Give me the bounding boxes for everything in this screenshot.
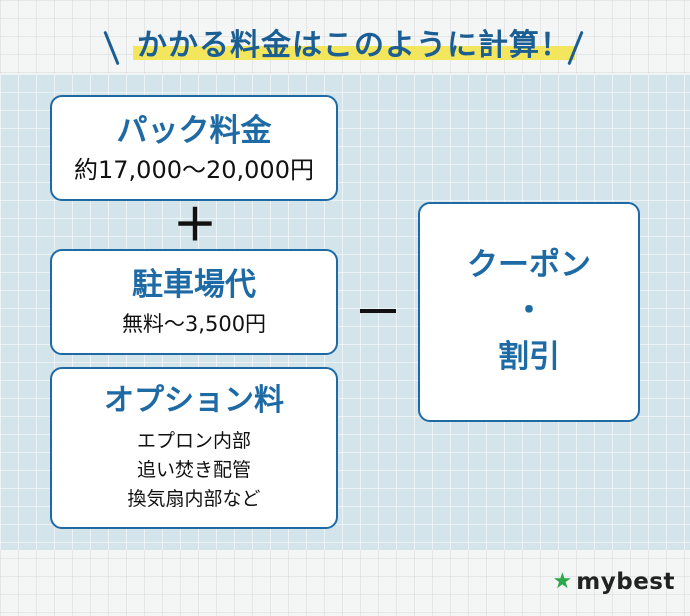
page-title-text: かかる料金はこのように計算！ xyxy=(133,28,575,63)
brand-name: mybest xyxy=(576,569,675,595)
page-title: かかる料金はこのように計算！ xyxy=(133,24,575,68)
minus-operator xyxy=(360,309,396,313)
coupon-label: クーポン xyxy=(467,247,591,283)
slash-decoration-left xyxy=(103,30,120,66)
parking-fee-title: 駐車場代 xyxy=(132,267,256,303)
coupon-separator: ・ xyxy=(513,293,545,329)
pack-fee-box: パック料金 約17,000〜20,000円 xyxy=(50,95,338,201)
header: かかる料金はこのように計算！ xyxy=(0,0,690,74)
brand-logo: ★ mybest xyxy=(553,566,675,598)
option-item: 換気扇内部など xyxy=(127,488,261,510)
discount-label: 割引 xyxy=(498,339,560,375)
pack-fee-price: 約17,000〜20,000円 xyxy=(74,156,314,184)
parking-fee-price: 無料〜3,500円 xyxy=(121,312,267,336)
option-fee-title: オプション料 xyxy=(104,383,284,418)
option-fee-box: オプション料 エプロン内部 追い焚き配管 換気扇内部など xyxy=(50,367,338,529)
coupon-discount-box: クーポン ・ 割引 xyxy=(418,202,640,422)
option-list: エプロン内部 追い焚き配管 換気扇内部など xyxy=(52,427,336,514)
pack-fee-title: パック料金 xyxy=(116,113,272,149)
option-item: エプロン内部 xyxy=(136,430,251,452)
parking-fee-box: 駐車場代 無料〜3,500円 xyxy=(50,249,338,355)
plus-operator: ＋ xyxy=(173,200,217,251)
option-item: 追い焚き配管 xyxy=(136,459,251,481)
star-icon: ★ xyxy=(552,569,573,594)
